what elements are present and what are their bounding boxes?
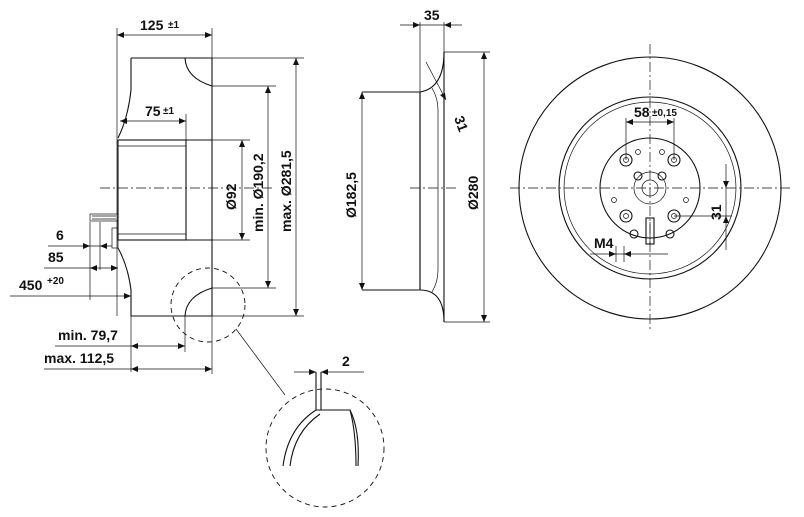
dim-35-label: 35 <box>424 7 440 23</box>
dim-31-angled-label: 31 <box>451 114 471 134</box>
dim-58-tolerance: ±0,15 <box>652 108 677 119</box>
mounting-holes <box>611 149 689 239</box>
dim-85-label: 85 <box>48 249 64 265</box>
dim-max-112-5-label: max. 112,5 <box>44 350 114 366</box>
dim-75-tolerance: ±1 <box>163 106 174 117</box>
dim-450-label: 450 <box>19 277 43 293</box>
side-view: 125 ±1 75 ±1 <box>10 17 304 396</box>
detail-view: 2 <box>265 353 385 508</box>
thread-m4-label: M4 <box>594 235 614 251</box>
dim-dia-182-5-label: Ø182,5 <box>343 172 359 218</box>
dim-dia-92-label: Ø92 <box>223 183 239 210</box>
detail-circle <box>265 388 385 508</box>
dim-min-dia-190-2-label: min. Ø190,2 <box>250 153 266 232</box>
dim-125-label: 125 <box>140 17 164 33</box>
dim-31-vertical-label: 31 <box>708 204 724 220</box>
dim-450-tolerance: +20 <box>47 276 64 287</box>
dim-dia-280-label: Ø280 <box>465 176 481 210</box>
dim-125-tolerance: ±1 <box>168 20 179 31</box>
detail-dim-2-label: 2 <box>342 353 350 369</box>
dim-58-label: 58 <box>634 104 650 120</box>
detail-marker-circle <box>170 267 246 343</box>
dim-6-label: 6 <box>56 227 64 243</box>
dim-75-label: 75 <box>145 103 161 119</box>
inlet-ring-view: 35 Ø182,5 Ø280 31 <box>343 7 490 323</box>
dim-min-79-7-label: min. 79,7 <box>58 327 118 343</box>
dim-max-dia-281-5-label: max. Ø281,5 <box>278 150 294 232</box>
front-view: 58 ±0,15 31 M4 <box>510 44 790 330</box>
